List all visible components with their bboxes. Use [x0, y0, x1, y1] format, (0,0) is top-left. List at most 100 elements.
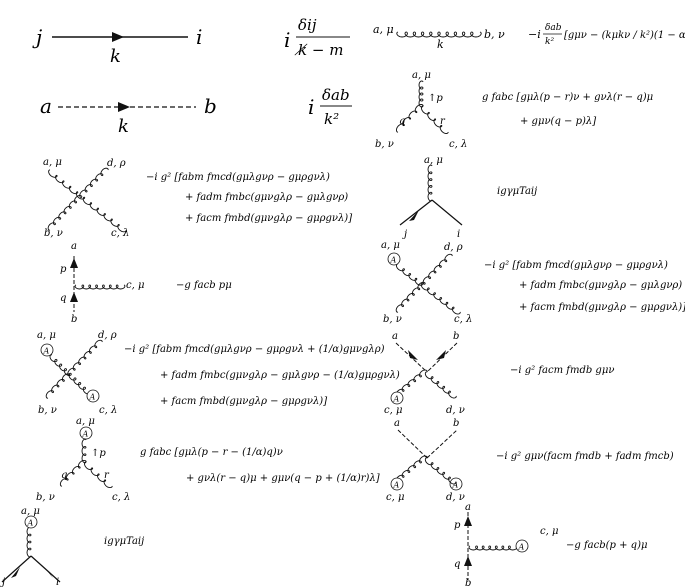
gg-expr: −g facb pμ [176, 280, 232, 291]
quark-label-k: k [110, 46, 121, 67]
tg-left: b, ν [375, 139, 394, 150]
ghost-gluon-4pt-diagram-1: A a b c, μ d, ν [384, 331, 465, 416]
gh1-bl: c, μ [384, 405, 402, 416]
quark-gluon-vertex-diagram: a, μ j i [399, 155, 463, 240]
fg-bl: b, ν [44, 228, 63, 239]
gg-p: p [60, 264, 67, 275]
ghost-label-a: a [40, 94, 52, 118]
ghost-prop-den: k² [324, 110, 339, 128]
gluon-prop-bracket: [gμν − (kμkν / k²)(1 − α)] [564, 30, 685, 41]
tg-p: ↑p [428, 93, 443, 104]
ghost-gluon-vertex-diagram: a b p q c, μ [60, 241, 144, 325]
bg-marker-label-5: A [82, 430, 89, 439]
fg-tl: a, μ [43, 157, 62, 168]
fg-br: c, λ [111, 228, 129, 239]
gluon-propagator-diagram: a, μ b, ν k [373, 23, 505, 51]
bg1-line2: + fadm fmbc(gμνgλρ − gμλgνρ) [519, 280, 682, 291]
bg2-tr: d, ρ [98, 330, 117, 341]
gh1-b: b [453, 331, 459, 342]
gluon-prop-left: a, μ [373, 23, 394, 36]
four-gluon-vertex-diagram: a, μ d, ρ b, ν c, λ [43, 157, 129, 239]
bg3-r: r [104, 470, 110, 481]
quark-label-j: j [32, 25, 42, 49]
bg1-line1: −i g² [fabm fmcd(gμλgνρ − gμρgνλ) [484, 260, 668, 271]
bg-marker-label-7: A [452, 481, 459, 490]
bg-marker-label: A [390, 256, 397, 265]
gg-q: q [60, 293, 66, 304]
bg2-line1: −i g² [fabm fmcd(gμλgνρ − gμρgνλ + (1/α)… [124, 344, 385, 355]
ghost-label-b: b [204, 94, 217, 118]
quark-prop-num: δij [298, 16, 317, 34]
bg1-bl: b, ν [383, 314, 402, 325]
bg1-tr: d, ρ [444, 242, 463, 253]
ghost-prop-num: δab [322, 86, 350, 104]
fg-line3: + facm fmbd(gμνgλρ − gμρgνλ)] [185, 213, 352, 224]
bg-marker-label-2: A [43, 347, 50, 356]
bggg-p: p [454, 520, 461, 531]
ghost-propagator-diagram: a b k [40, 94, 217, 137]
bg-four-gluon-diagram-1: A a, μ d, ρ b, ν c, λ [381, 240, 472, 325]
gh2-expr: −i g² gμν(facm fmdb + fadm fmcb) [496, 451, 674, 462]
bg3-right: c, λ [112, 492, 130, 503]
bggg-q: q [454, 559, 460, 570]
gluon-prop-num: δab [545, 23, 562, 33]
bg-marker-label-6: A [393, 481, 400, 490]
gluon-prop-den: k² [545, 37, 554, 47]
bg2-tl: a, μ [37, 330, 56, 341]
gluon-prop-right: b, ν [484, 28, 505, 41]
qg-expr: igγμTaij [497, 186, 537, 197]
bg2-br: c, λ [99, 405, 117, 416]
gluon-prop-k: k [437, 38, 444, 51]
bg1-br: c, λ [454, 314, 472, 325]
bg-ghost-gluon-diagram: A a b p q c, μ [454, 502, 558, 588]
gluon-prop-prefix: −i [528, 28, 541, 41]
gluon-line [424, 457, 457, 485]
bg3-top: a, μ [76, 416, 95, 427]
gh2-br: d, ν [446, 492, 465, 503]
qg-i: i [457, 229, 460, 240]
bg-four-gluon-diagram-2: A A a, μ d, ρ b, ν c, λ [37, 330, 117, 416]
bg3-left: b, ν [36, 492, 55, 503]
quark-propagator-diagram: j i k [32, 25, 202, 67]
bg-three-gluon-diagram: A a, μ ↑p q r b, ν c, λ [36, 416, 130, 503]
ghost-gluon-4pt-diagram-2: A A a b c, μ d, ν [386, 418, 465, 503]
bggg-expr: −g facb(p + q)μ [566, 540, 647, 551]
bg3-p: ↑p [91, 448, 106, 459]
bg2-line2: + fadm fmbc(gμνgλρ − gμλgνρ − (1/α)gμρgν… [160, 370, 400, 381]
fg-tr: d, ρ [107, 158, 126, 169]
three-gluon-vertex-diagram: a, μ ↑p q r b, ν c, λ [375, 70, 467, 150]
gh2-bl: c, μ [386, 492, 404, 503]
bg-marker-label-3: A [89, 393, 96, 402]
bg3-line2: + gνλ(r − q)μ + gμν(q − p + (1/α)r)λ] [186, 473, 380, 484]
tg-line2: + gμν(q − p)λ] [520, 116, 596, 127]
bg3-q: q [61, 470, 67, 481]
gg-a: a [71, 241, 77, 252]
bg1-tl: a, μ [381, 240, 400, 251]
fg-line1: −i g² [fabm fmcd(gμλgνρ − gμρgνλ) [146, 172, 330, 183]
ghost-prop-prefix: i [308, 95, 314, 119]
gh1-a: a [392, 331, 398, 342]
bg3-line1: g fabc [gμλ(p − r − (1/α)q)ν [140, 447, 283, 458]
gh1-br: d, ν [446, 405, 465, 416]
bggg-a: a [465, 502, 471, 513]
gluon-line [424, 371, 457, 399]
bg1-line3: + facm fmbd(gμνgλρ − gμρgνλ)] [519, 302, 685, 313]
tg-right: c, λ [449, 139, 467, 150]
bgqg-i: i [56, 577, 59, 588]
quark-label-i: i [196, 25, 202, 49]
bg-marker-label-9: A [518, 543, 525, 552]
tg-r: r [440, 116, 446, 127]
bggg-b: b [465, 578, 471, 588]
bg2-line3: + facm fmbd(gμνgλρ − gμρgνλ)] [160, 396, 327, 407]
bgqg-expr: igγμTaij [104, 536, 144, 547]
bg-marker [387, 252, 401, 266]
qg-top: a, μ [424, 155, 443, 166]
fg-line2: + fadm fmbc(gμνgλρ − gμλgνρ) [185, 192, 348, 203]
ghost-label-k: k [118, 116, 129, 137]
quark-prop-prefix: i [284, 28, 290, 52]
tg-top: a, μ [412, 70, 431, 81]
gg-b: b [71, 314, 77, 325]
quark-prop-den: k̸ − m [294, 41, 343, 59]
gg-gluon: c, μ [126, 280, 144, 291]
